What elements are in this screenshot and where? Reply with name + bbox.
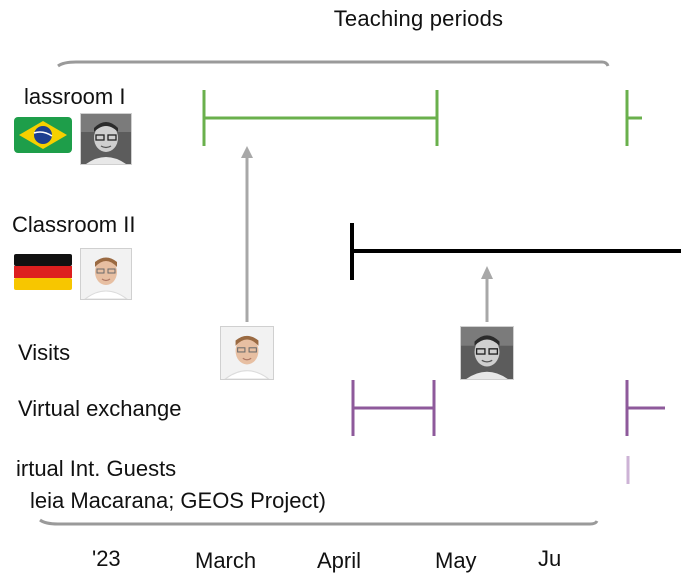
virtual-exchange-bar [351, 380, 436, 436]
axis-label-3: May [435, 548, 477, 573]
portrait-person-b-classroom-2 [80, 248, 132, 300]
row-label-classroom-1: lassroom I [24, 84, 126, 109]
axis-label-2: April [317, 548, 362, 573]
visit-arrow-2 [481, 266, 493, 322]
visit-arrow-1 [241, 146, 253, 322]
germany-flag-icon [14, 252, 72, 292]
classroom-1-bar [202, 90, 439, 146]
axis-label-0: '23 [92, 546, 121, 571]
bottom-frame-line [39, 518, 599, 526]
row-label-virtual-guests: irtual Int. Guests [16, 456, 177, 481]
portrait-person-a-visit [460, 326, 514, 380]
row-label-visits: Visits [18, 340, 71, 365]
portrait-person-a-classroom-1 [80, 113, 132, 165]
portrait-person-b-visit [220, 326, 274, 380]
classroom-1-bar-continued [625, 90, 642, 146]
axis-label-1: March [195, 548, 257, 573]
axis-label-4: Ju [538, 546, 562, 571]
row-label-classroom-2: Classroom II [12, 212, 136, 237]
virtual-exchange-bar-continued [625, 380, 665, 436]
diagram-title: Teaching periods [333, 6, 504, 31]
classroom-2-bar [350, 223, 681, 280]
row-label-virtual-guests-detail: leia Macarana; GEOS Project) [30, 488, 326, 513]
top-frame-line [57, 60, 610, 68]
row-label-virtual-exchange: Virtual exchange [18, 396, 182, 421]
brazil-flag-icon [14, 115, 72, 155]
